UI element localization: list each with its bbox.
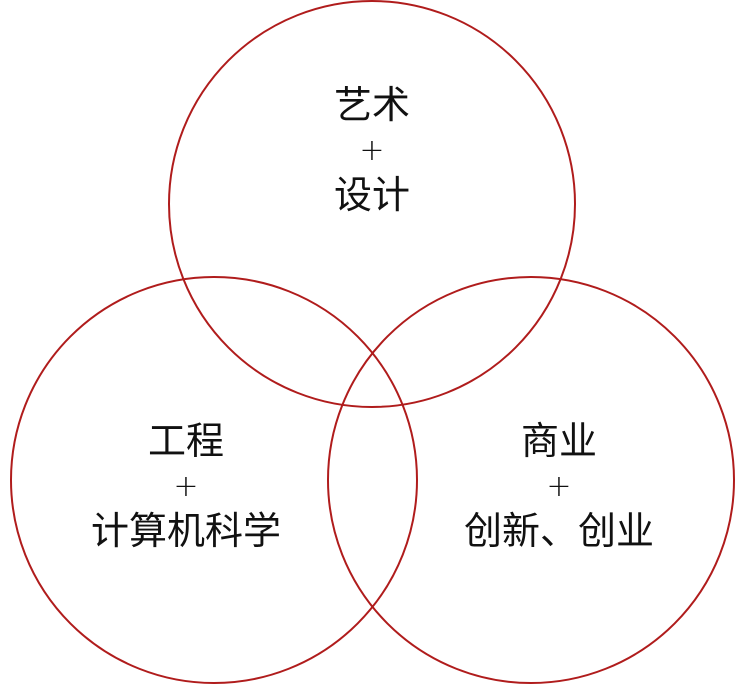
plus-sign: + bbox=[546, 469, 572, 504]
label-line2: 计算机科学 bbox=[90, 509, 282, 553]
label-line1: 工程 bbox=[147, 419, 225, 463]
label-line1: 艺术 bbox=[333, 83, 411, 127]
plus-sign: + bbox=[173, 469, 199, 504]
plus-sign: + bbox=[359, 133, 385, 168]
label-line2: 设计 bbox=[333, 173, 411, 217]
label-line1: 商业 bbox=[520, 419, 598, 463]
label-business-innovation: 商业 + 创新、创业 bbox=[464, 422, 654, 550]
label-engineering-cs: 工程 + 计算机科学 bbox=[91, 422, 281, 550]
label-line2: 创新、创业 bbox=[463, 509, 655, 553]
label-art-design: 艺术 + 设计 bbox=[334, 86, 410, 214]
circle-business-innovation bbox=[327, 276, 735, 684]
circle-engineering-cs bbox=[10, 276, 418, 684]
circle-art-design bbox=[168, 0, 576, 408]
